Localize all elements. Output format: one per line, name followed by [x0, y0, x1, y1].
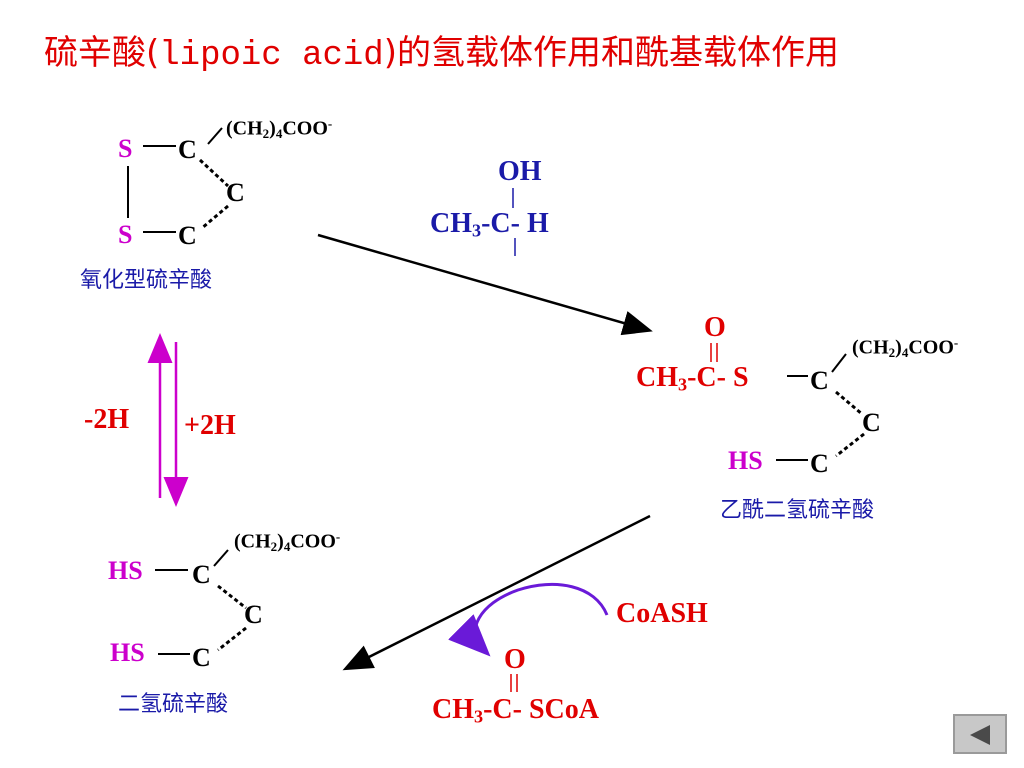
caption-dihydro: 二氢硫辛酸	[118, 692, 229, 717]
curved-arrow-coash	[448, 583, 609, 657]
carbon-atom: C	[810, 366, 829, 395]
plus-2h-label: +2H	[184, 410, 236, 441]
back-button[interactable]	[953, 714, 1007, 754]
acetyl-coa-label: CH3-C- SCoA	[432, 694, 599, 727]
carbon-atom: C	[226, 178, 245, 207]
thiol-group-top: HS	[108, 556, 143, 585]
carbon-atom: C	[178, 135, 197, 164]
hydroxyl-label: OH	[498, 156, 542, 187]
coash-label: CoASH	[616, 598, 708, 629]
caption-acetyl: 乙酰二氢硫辛酸	[720, 498, 875, 523]
arrow-to-dihydro	[342, 514, 651, 671]
sulfur-atom-top: S	[118, 134, 133, 163]
hydroxyethyl-label: CH3-C- H	[430, 208, 549, 241]
carbon-atom: C	[862, 408, 881, 437]
page-title: 硫辛酸(lipoic acid)的氢载体作用和酰基载体作用	[44, 33, 839, 75]
carbon-atom: C	[192, 643, 211, 672]
carbon-atom: C	[192, 560, 211, 589]
back-triangle-icon	[970, 725, 990, 745]
thiol-group: HS	[728, 446, 763, 475]
bond-c-c-upper	[198, 158, 230, 188]
side-chain-label: (CH2)4COO-	[852, 335, 959, 360]
side-chain-label: (CH2)4COO-	[226, 116, 333, 141]
side-chain-label: (CH2)4COO-	[234, 529, 341, 554]
carbonyl-oxygen: O	[504, 644, 526, 675]
carbon-atom: C	[810, 449, 829, 478]
thiol-group-bottom: HS	[110, 638, 145, 667]
bond-c-chain	[207, 127, 223, 145]
bond-c-c-lower	[201, 204, 229, 230]
caption-oxidized: 氧化型硫辛酸	[80, 268, 213, 293]
minus-2h-label: -2H	[84, 404, 130, 435]
acetyl-label: CH3-C- S	[636, 362, 749, 395]
carbon-atom: C	[178, 221, 197, 250]
sulfur-atom-bottom: S	[118, 220, 133, 249]
carbonyl-oxygen: O	[704, 312, 726, 343]
carbon-atom: C	[244, 600, 263, 629]
arrow-to-acetyl	[317, 233, 653, 336]
